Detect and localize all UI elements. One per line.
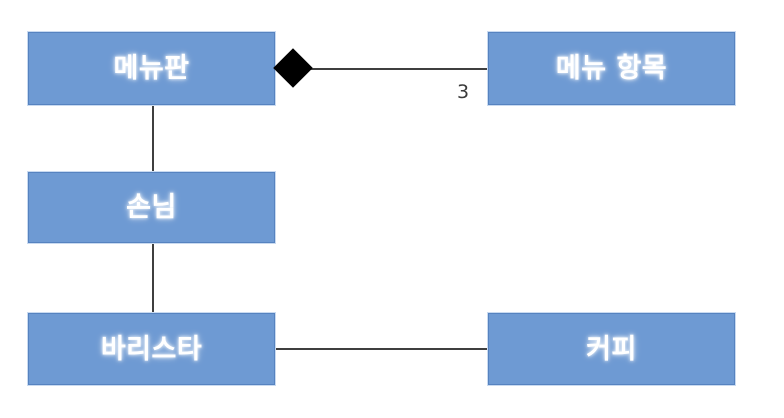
aggregation-diamond-shape [273,48,313,88]
aggregation-diamond-icon [273,48,313,88]
edge-menu-board-to-customer[interactable] [152,103,154,174]
class-node-menu-board-label: 메뉴판 [113,53,190,84]
class-node-customer-label: 손님 [126,192,177,223]
edge-barista-to-coffee[interactable] [273,348,490,350]
class-node-menu-item-label: 메뉴 항목 [555,53,668,84]
class-node-coffee-label: 커피 [586,333,637,365]
class-node-barista-label: 바리스타 [100,333,203,365]
edge-menu-board-to-menu-item[interactable] [306,68,488,70]
class-node-menu-board[interactable]: 메뉴판 [27,31,276,106]
class-node-barista[interactable]: 바리스타 [27,312,276,386]
class-node-menu-item[interactable]: 메뉴 항목 [487,31,736,106]
class-node-coffee[interactable]: 커피 [487,312,736,386]
multiplicity-label-menu-item: 3 [457,81,470,103]
edge-customer-to-barista[interactable] [152,241,154,315]
class-node-customer[interactable]: 손님 [27,171,276,244]
